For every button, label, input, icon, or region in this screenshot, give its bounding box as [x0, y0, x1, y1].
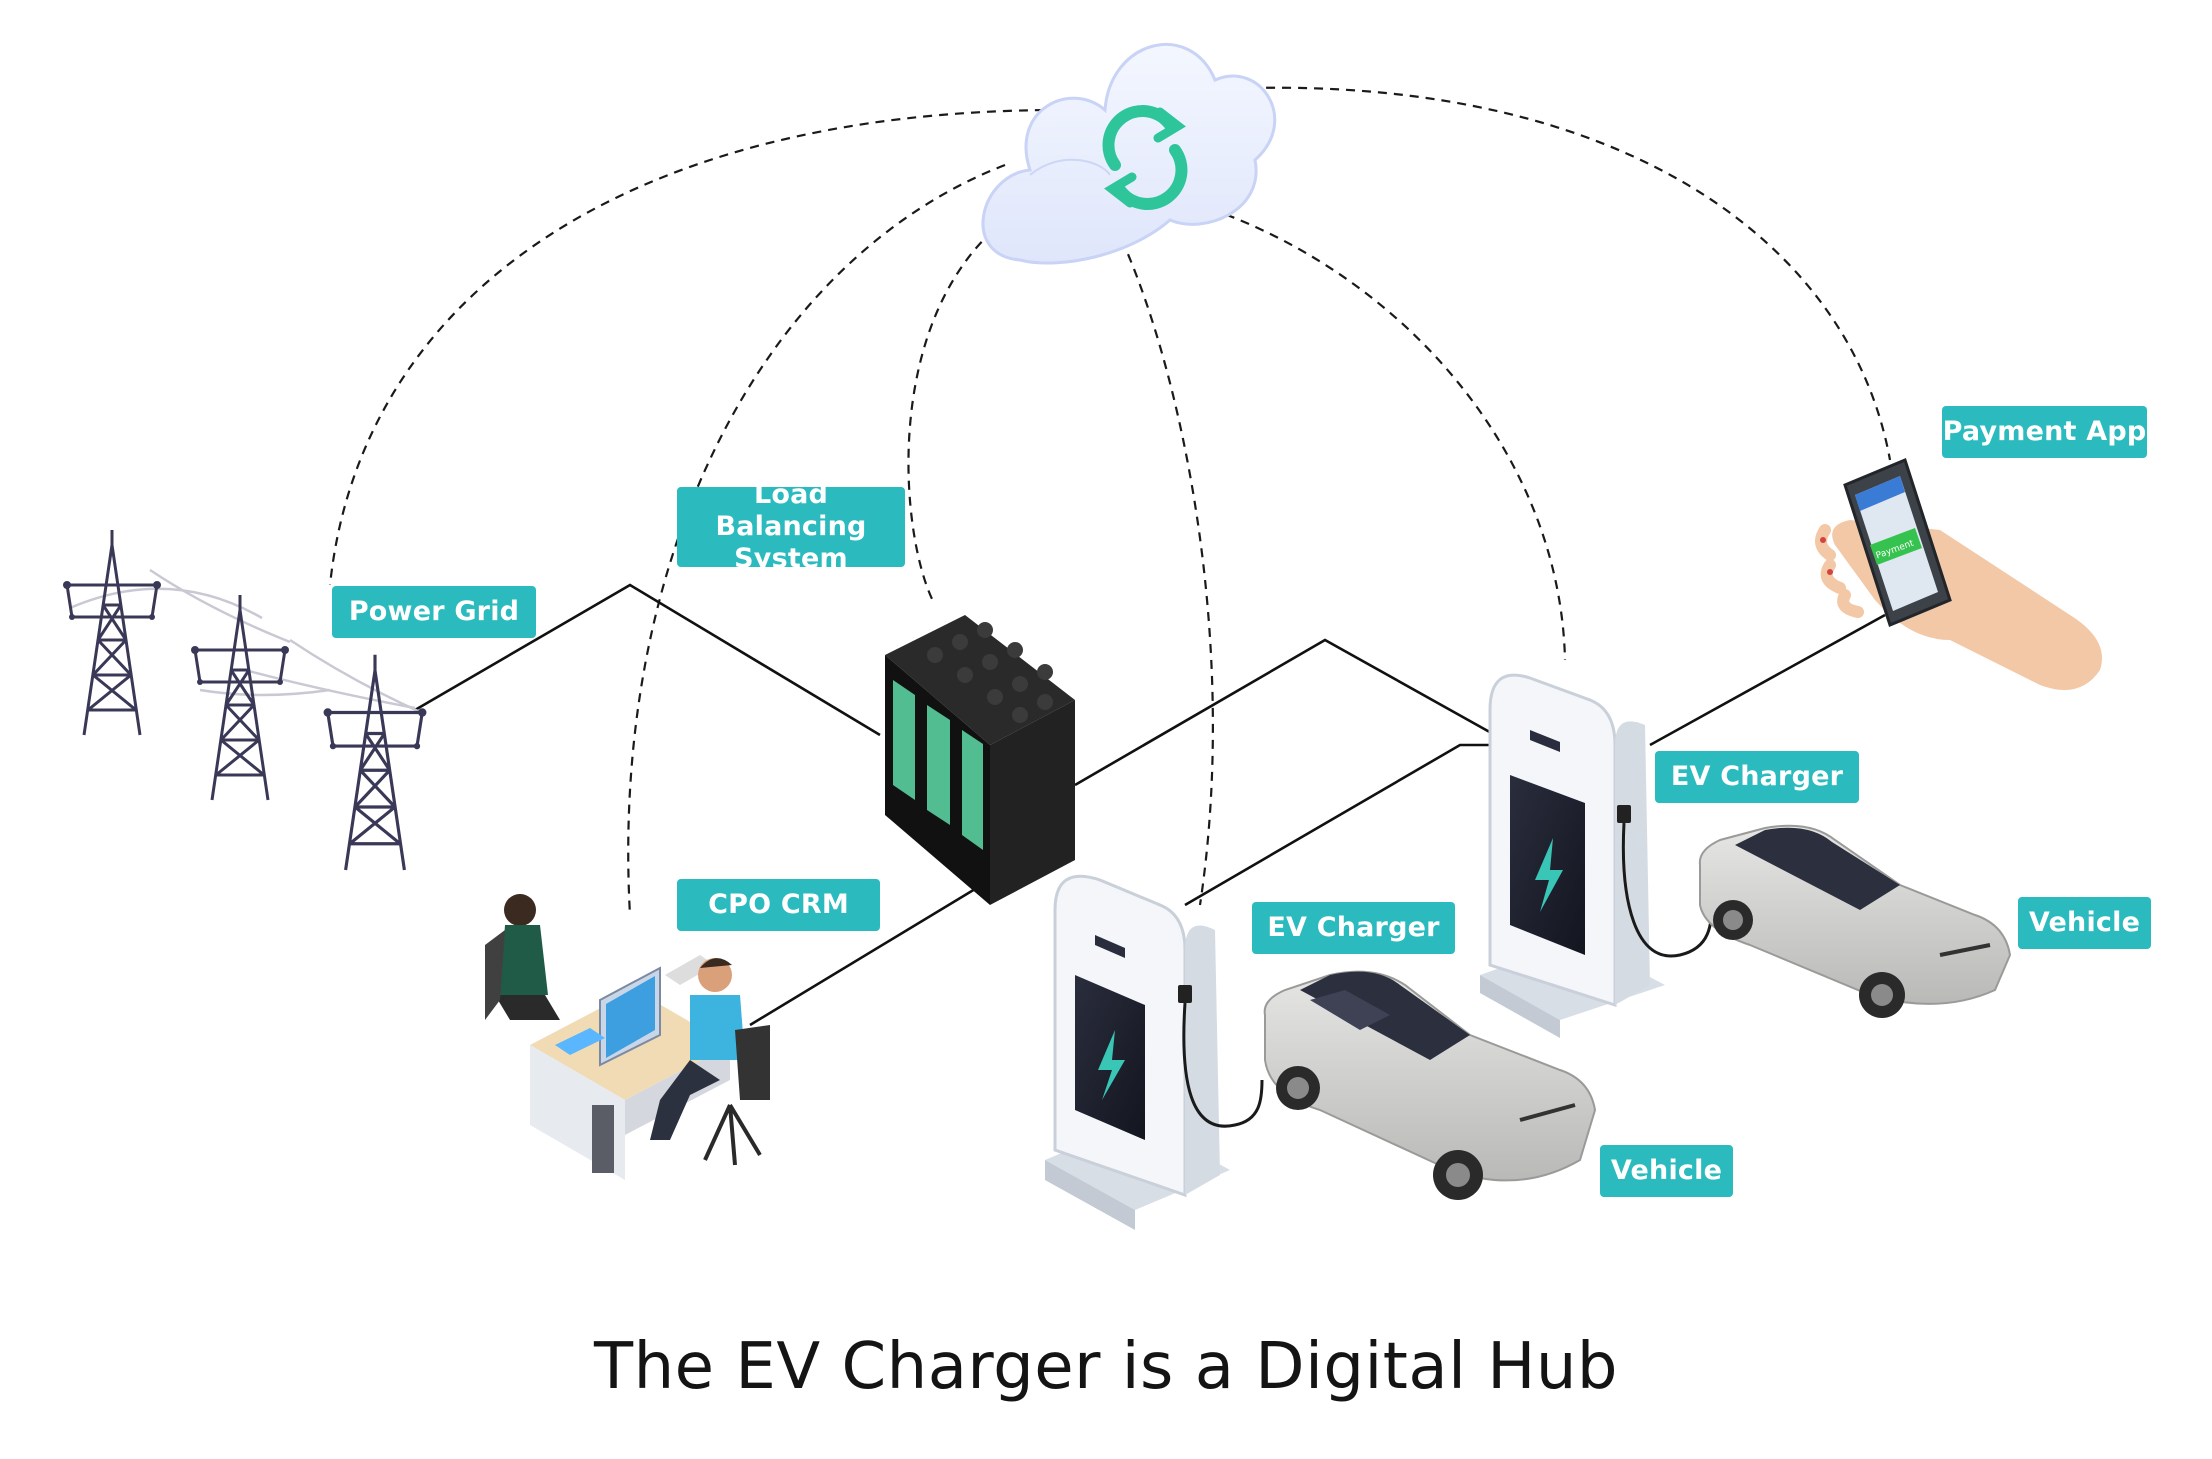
server-rack — [885, 615, 1075, 905]
sync-icon — [1102, 105, 1188, 210]
label-payment-app: Payment App — [1942, 406, 2147, 458]
office-desk — [485, 894, 770, 1180]
ev-charger-front — [1045, 874, 1264, 1230]
label-ev-charger-back: EV Charger — [1655, 751, 1859, 803]
cloud-connections — [328, 86, 1892, 916]
cloud-icon — [981, 42, 1277, 265]
label-ev-charger-front: EV Charger — [1252, 902, 1455, 954]
vehicle-back — [1698, 824, 2012, 1018]
diagram-caption: The EV Charger is a Digital Hub — [594, 1330, 1618, 1404]
vehicle-front — [1263, 970, 1597, 1200]
pylon-icon — [61, 528, 429, 872]
label-vehicle-back: Vehicle — [2018, 897, 2151, 949]
payment-phone: Payment — [1815, 457, 2102, 690]
label-vehicle-front: Vehicle — [1600, 1145, 1733, 1197]
ev-charger-back — [1480, 673, 1714, 1038]
label-cpo-crm: CPO CRM — [677, 879, 880, 931]
lightning-bolt-icon — [1535, 838, 1563, 912]
network-lines — [414, 583, 1886, 1027]
label-power-grid: Power Grid — [332, 586, 536, 638]
lightning-bolt-icon — [1098, 1030, 1125, 1100]
label-load-balancing-system: Load Balancing System — [677, 479, 905, 574]
